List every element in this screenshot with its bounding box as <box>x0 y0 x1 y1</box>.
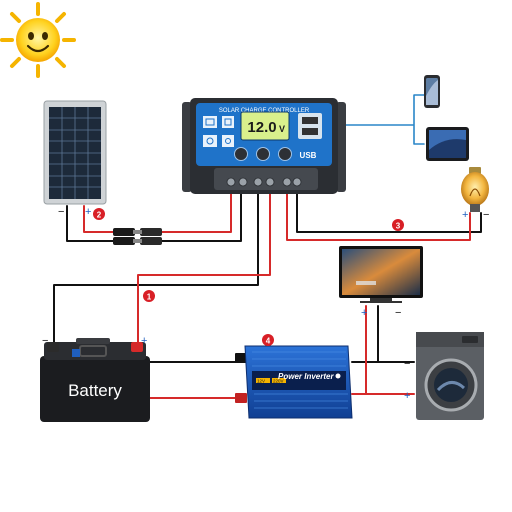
down-button[interactable] <box>278 147 292 161</box>
solar-panel-icon <box>43 100 107 205</box>
usb-label: USB <box>300 151 317 160</box>
tablet-icon <box>426 127 469 161</box>
power-inverter-icon <box>235 345 353 419</box>
washing-machine-icon <box>416 332 484 420</box>
wires <box>53 94 482 399</box>
inverter-output-badge: 220V <box>273 379 284 384</box>
usb-wire <box>333 94 425 145</box>
load-icon <box>222 135 234 147</box>
settings-icon <box>203 135 217 147</box>
bulb-positive-sign: + <box>462 209 468 221</box>
wire-marker-2-text: 2 <box>97 211 102 220</box>
usb-port-2 <box>302 128 318 135</box>
inverter-label: Power Inverter <box>278 372 334 381</box>
battery-positive-terminal <box>131 342 143 352</box>
load-negative-wire <box>296 192 482 233</box>
battery-label: Battery <box>68 381 122 400</box>
panel-negative-wire <box>66 192 242 242</box>
smartphone-icon <box>424 75 440 108</box>
panel-negative-sign: − <box>58 206 64 218</box>
wire-marker-4-text: 4 <box>266 337 271 346</box>
wire-marker-3: 3 <box>392 219 404 231</box>
battery-positive-sign: + <box>141 335 147 347</box>
battery-negative-terminal <box>47 342 59 352</box>
lcd-display <box>240 111 290 141</box>
bulb-negative-sign: − <box>483 209 489 221</box>
controller-title: SOLAR CHARGE CONTROLLER <box>219 108 310 114</box>
panel-icon <box>203 116 217 128</box>
wire-marker-3-text: 3 <box>396 222 401 231</box>
wire-marker-2: 2 <box>93 208 105 220</box>
battery-icon <box>40 338 150 422</box>
battery-negative-wire <box>53 192 259 346</box>
washer-negative-sign: − <box>404 358 410 370</box>
battery-status-icon <box>222 116 234 128</box>
light-bulb-icon <box>461 167 489 212</box>
ac-wire-1 <box>351 305 415 363</box>
panel-positive-wire <box>83 192 232 233</box>
panel-positive-sign: + <box>85 206 91 218</box>
lcd-voltage: 12.0 <box>247 119 276 136</box>
up-button[interactable] <box>256 147 270 161</box>
tv-positive-sign: + <box>361 307 367 319</box>
lcd-unit: V <box>279 124 285 134</box>
tv-icon <box>339 246 423 303</box>
sun-icon <box>0 2 76 78</box>
menu-button[interactable] <box>234 147 248 161</box>
usb-port-panel <box>298 113 322 139</box>
wire-marker-1: 1 <box>143 290 155 302</box>
battery-negative-sign: − <box>42 335 48 347</box>
battery-positive-wire <box>137 192 271 346</box>
wire-marker-1-text: 1 <box>147 293 152 302</box>
usb-port-1 <box>302 117 318 124</box>
tv-negative-sign: − <box>395 307 401 319</box>
mc4-connectors <box>113 228 162 245</box>
load-positive-wire <box>286 192 471 241</box>
ac-wire-2 <box>351 305 415 395</box>
washer-positive-sign: + <box>404 390 410 402</box>
inverter-input-badge: 12V <box>257 379 265 384</box>
charge-controller: SOLAR CHARGE CONTROLLER 12.0 V USB <box>182 98 346 194</box>
wire-marker-4: 4 <box>262 334 274 346</box>
